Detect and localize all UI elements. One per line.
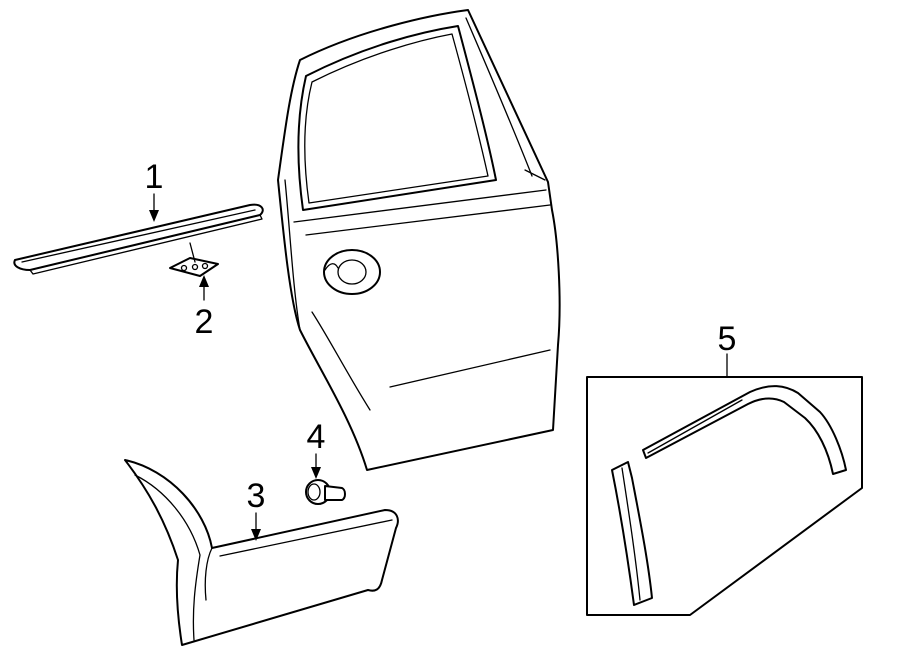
- wheel-arch-molding: [124, 459, 399, 646]
- moldings-kit-box: [586, 376, 863, 616]
- mounting-clip: [169, 242, 219, 277]
- callout-1: 1: [145, 158, 164, 196]
- callout-3: 3: [247, 477, 266, 515]
- callout-5: 5: [718, 320, 737, 358]
- leader-lines: [149, 193, 728, 541]
- rear-door: [277, 9, 561, 471]
- callout-4: 4: [307, 418, 326, 456]
- belt-molding-strip: [13, 203, 264, 275]
- callout-2: 2: [195, 303, 214, 341]
- push-in-fastener: [305, 479, 346, 505]
